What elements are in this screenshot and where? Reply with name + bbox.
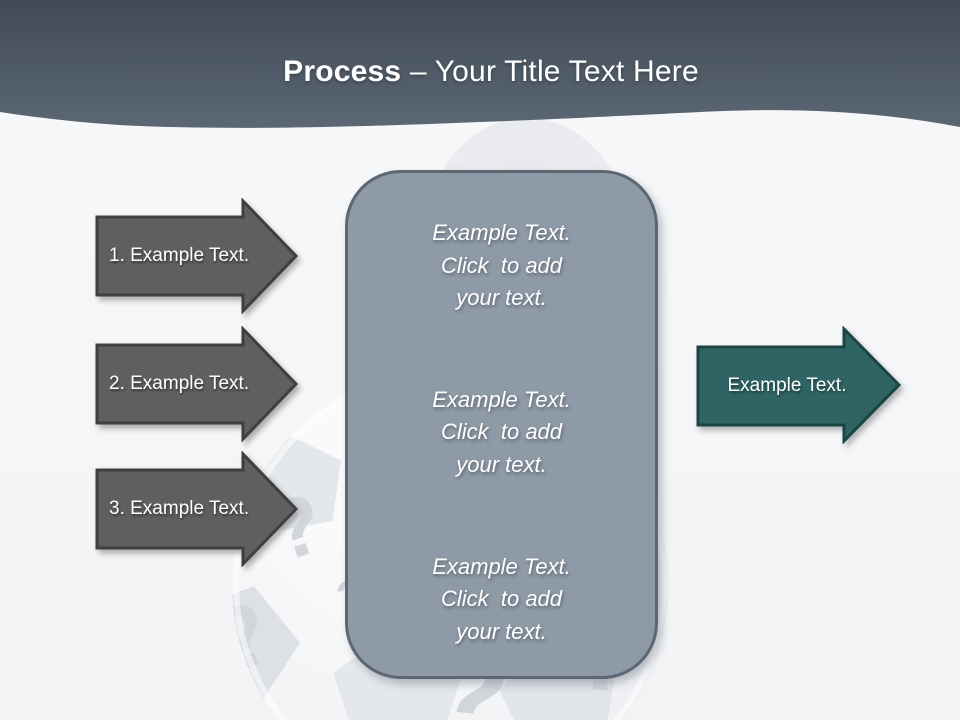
panel-text-block-1[interactable]: Example Text. Click to add your text.: [432, 220, 571, 310]
process-step-label: 1. Example Text.: [109, 245, 250, 266]
title-keyword: Process: [283, 55, 402, 88]
panel-text-block-2[interactable]: Example Text. Click to add your text.: [432, 386, 571, 477]
process-step-arrow-1[interactable]: 1. Example Text.: [95, 198, 299, 314]
center-panel[interactable]: Example Text. Click to add your text. Ex…: [345, 170, 658, 679]
process-step-label: 3. Example Text.: [109, 498, 250, 519]
accent-arrow-shape: [696, 326, 902, 444]
panel-text-block-3[interactable]: Example Text. Click to add your text.: [432, 553, 571, 644]
result-arrow-label: Example Text.: [727, 375, 847, 396]
process-step-arrow-3[interactable]: 3. Example Text.: [95, 451, 299, 567]
slide-title[interactable]: Process – Your Title Text Here: [0, 55, 960, 89]
process-step-arrow-2[interactable]: 2. Example Text.: [95, 326, 299, 442]
header-wave-shape: [0, 0, 960, 128]
header-band: [0, 0, 960, 128]
result-arrow[interactable]: Example Text.: [696, 326, 902, 444]
title-rest: Your Title Text Here: [434, 55, 699, 88]
title-separator: –: [409, 55, 427, 88]
process-step-label: 2. Example Text.: [109, 373, 250, 394]
step-arrow-shape: [95, 451, 299, 567]
step-arrow-shape: [95, 326, 299, 442]
step-arrow-shape: [95, 198, 299, 314]
